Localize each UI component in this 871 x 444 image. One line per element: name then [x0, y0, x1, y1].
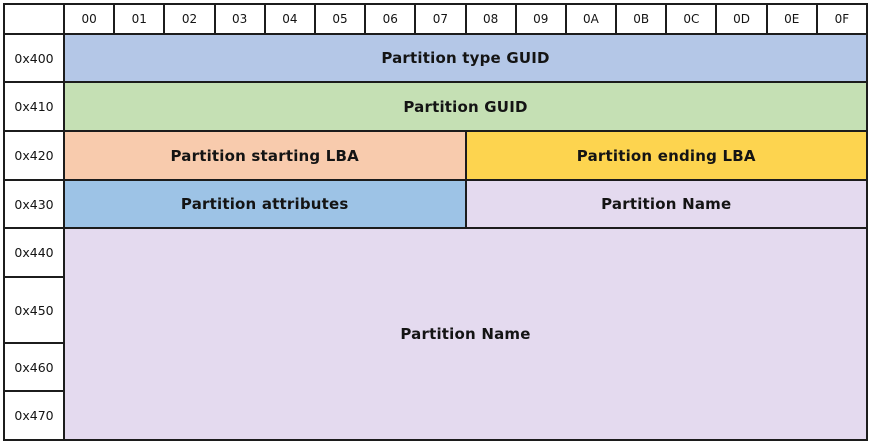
col-header-03: 03 [215, 5, 264, 33]
row-label-0x400: 0x400 [5, 35, 63, 81]
col-header-02: 02 [165, 5, 214, 33]
col-header-00: 00 [65, 5, 114, 33]
col-header-0A: 0A [566, 5, 616, 33]
region-partition-name-row: Partition Name [466, 181, 866, 227]
region-partition-starting-lba: Partition starting LBA [65, 132, 465, 179]
col-header-0B: 0B [617, 5, 666, 33]
col-header-0E: 0E [767, 5, 816, 33]
row-label-0x450: 0x450 [5, 278, 63, 342]
row-label-0x460: 0x460 [5, 344, 63, 390]
row-label-0x420: 0x420 [5, 132, 63, 179]
col-header-07: 07 [416, 5, 465, 33]
region-partition-ending-lba: Partition ending LBA [466, 132, 866, 179]
col-header-0D: 0D [717, 5, 766, 33]
region-partition-name-block: Partition Name [65, 229, 866, 439]
row-label-0x430: 0x430 [5, 181, 63, 227]
corner-cell [5, 5, 63, 33]
row-label-0x440: 0x440 [5, 229, 63, 276]
col-header-06: 06 [366, 5, 415, 33]
region-partition-guid: Partition GUID [65, 83, 866, 130]
offset-table: 00 01 02 03 04 05 06 07 08 09 0A 0B 0C 0… [3, 3, 868, 441]
col-header-05: 05 [315, 5, 365, 33]
col-header-09: 09 [516, 5, 565, 33]
region-partition-type-guid: Partition type GUID [65, 35, 866, 81]
col-header-04: 04 [265, 5, 314, 33]
col-header-0F: 0F [817, 5, 866, 33]
col-header-0C: 0C [667, 5, 716, 33]
region-partition-attributes: Partition attributes [65, 181, 465, 227]
row-label-0x410: 0x410 [5, 83, 63, 130]
col-header-01: 01 [115, 5, 164, 33]
row-label-0x470: 0x470 [5, 392, 63, 439]
col-header-08: 08 [466, 5, 515, 33]
